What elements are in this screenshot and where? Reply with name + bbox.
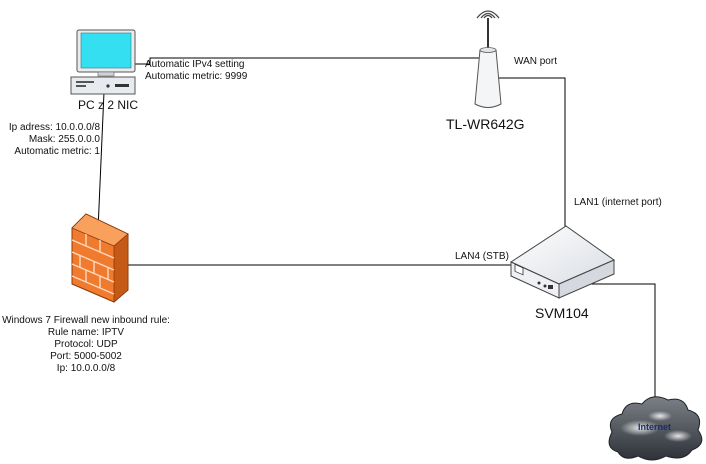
lan1-label: LAN1 (internet port) — [574, 197, 662, 208]
pc-router-metric: Automatic metric: 9999 — [145, 71, 248, 82]
router-icon — [474, 10, 502, 108]
svm104-icon — [509, 225, 616, 299]
router-label: TL-WR642G — [446, 116, 525, 132]
pc-icon — [70, 29, 136, 95]
pc-metric: Automatic metric: 1 — [14, 146, 100, 157]
lan4-label: LAN4 (STB) — [455, 251, 509, 262]
firewall-rule-protocol: Protocol: UDP — [54, 339, 118, 350]
link-svm-internet — [565, 283, 656, 420]
internet-cloud-icon — [608, 396, 703, 461]
firewall-rule-block: Windows 7 Firewall new inbound rule: Rul… — [0, 315, 172, 375]
firewall-rule-ip: Ip: 10.0.0.0/8 — [56, 363, 116, 374]
wan-port-label: WAN port — [514, 56, 557, 67]
pc-mask: Mask: 255.0.0.0 — [28, 134, 100, 145]
pc-ip-address: Ip adress: 10.0.0.0/8 — [8, 122, 100, 133]
firewall-rule-title: Windows 7 Firewall new inbound rule: — [2, 315, 170, 326]
firewall-rule-port: Port: 5000-5002 — [50, 351, 122, 362]
svm104-label: SVM104 — [535, 305, 589, 321]
link-pc-router — [133, 57, 480, 65]
firewall-icon — [71, 213, 129, 303]
internet-label: Internet — [638, 422, 672, 432]
pc-label: PC z 2 NIC — [78, 98, 139, 112]
pc-network-settings: Ip adress: 10.0.0.0/8 Mask: 255.0.0.0 Au… — [9, 122, 100, 158]
firewall-rule-name: Rule name: IPTV — [47, 327, 125, 338]
link-pc-firewall — [97, 91, 105, 231]
pc-router-ipv4-setting: Automatic IPv4 setting — [145, 59, 245, 70]
